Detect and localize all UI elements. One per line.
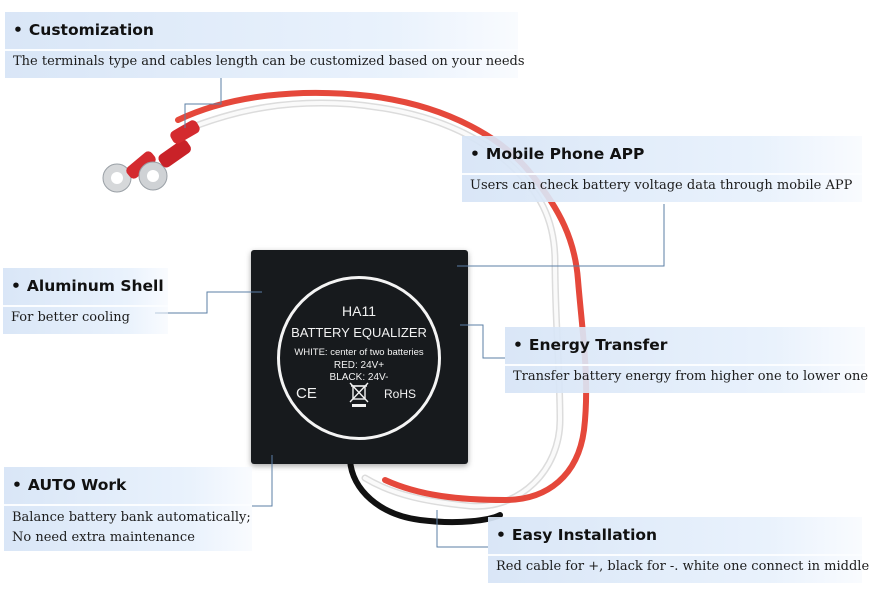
callout-description: Users can check battery voltage data thr… — [470, 178, 853, 193]
callout-description: The terminals type and cables length can… — [13, 54, 525, 69]
callout-title: •Aluminum Shell — [11, 277, 164, 295]
leader-energy-transfer — [460, 324, 505, 359]
device-white-line: WHITE: center of two batteries — [294, 347, 424, 358]
callout-title: •Customization — [13, 21, 154, 39]
callout-title: •Mobile Phone APP — [470, 145, 645, 163]
device-name: BATTERY EQUALIZER — [291, 325, 427, 340]
device-label-circle: HA11 BATTERY EQUALIZER WHITE: center of … — [277, 276, 441, 440]
callout-easy-installation: •Easy Installation Red cable for +, blac… — [488, 517, 869, 583]
leader-customization — [184, 78, 222, 128]
ring-terminal-2 — [138, 139, 191, 191]
callout-description: Red cable for +, black for -. white one … — [496, 559, 869, 574]
device-model: HA11 — [342, 303, 376, 319]
device-black-line: BLACK: 24V- — [329, 372, 389, 383]
callout-aluminum-shell: •Aluminum Shell For better cooling — [3, 268, 168, 334]
callout-auto-work: •AUTO Work Balance battery bank automati… — [4, 467, 252, 551]
rohs-mark: RoHS — [384, 387, 417, 401]
black-cable — [347, 457, 503, 526]
callout-description: For better cooling — [11, 310, 130, 325]
callout-customization: •Customization The terminals type and ca… — [5, 12, 525, 78]
callout-energy-transfer: •Energy Transfer Transfer battery energy… — [505, 327, 869, 393]
weee-bin-icon — [346, 382, 372, 413]
device-red-line: RED: 24V+ — [333, 360, 385, 371]
leader-auto-work — [252, 455, 273, 507]
callout-mobile-app: •Mobile Phone APP Users can check batter… — [462, 136, 862, 202]
callout-description-line-1: Balance battery bank automatically; — [12, 510, 251, 525]
ring-terminal-1 — [102, 151, 156, 193]
ring-terminal-3 — [170, 120, 200, 144]
callout-description-line-2: No need extra maintenance — [12, 530, 195, 545]
leader-aluminum-shell — [155, 291, 262, 314]
callout-title: •Energy Transfer — [513, 336, 668, 354]
callout-description: Transfer battery energy from higher one … — [513, 369, 869, 384]
leader-mobile-app — [457, 204, 665, 267]
leader-easy-installation — [436, 510, 488, 548]
callout-title: •AUTO Work — [12, 476, 127, 494]
ce-mark-icon: CE — [296, 385, 317, 402]
red-cable — [175, 89, 590, 504]
callout-title: •Easy Installation — [496, 526, 658, 544]
